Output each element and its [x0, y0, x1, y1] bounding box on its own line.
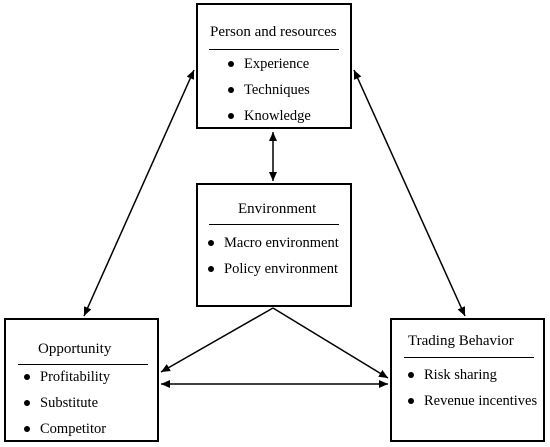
list-item-label: Policy environment [224, 261, 338, 277]
list-item-label: Substitute [40, 395, 99, 411]
box-title: Trading Behavior [408, 333, 514, 349]
list-item-label: Profitability [40, 369, 111, 385]
title-divider [404, 357, 534, 358]
list-item-label: Risk sharing [424, 367, 497, 383]
bullet-icon [408, 398, 414, 404]
bullet-icon [408, 372, 414, 378]
environment-box: Environment Macro environment Policy env… [196, 183, 352, 307]
list-item: Macro environment [208, 230, 339, 256]
box-title: Environment [238, 201, 317, 217]
list-item: Knowledge [228, 103, 311, 129]
arrow-environment-opportunity [160, 307, 274, 373]
bullet-icon [228, 113, 234, 119]
list-item: Techniques [228, 77, 311, 103]
list-item: Profitability [24, 364, 110, 390]
list-item-label: Competitor [40, 421, 107, 437]
list-item: Competitor [24, 416, 110, 442]
title-divider [209, 49, 339, 50]
list-item: Experience [228, 51, 311, 77]
bullet-icon [208, 266, 214, 272]
bullet-list: Profitability Substitute Competitor [24, 364, 110, 442]
list-item-label: Macro environment [224, 235, 339, 251]
list-item: Substitute [24, 390, 110, 416]
list-item-label: Revenue incentives [424, 393, 538, 409]
box-title: Person and resources [210, 24, 337, 40]
box-title: Opportunity [38, 341, 112, 357]
list-item: Policy environment [208, 256, 339, 282]
trading-behavior-box: Trading Behavior Risk sharing Revenue in… [390, 318, 545, 442]
bullet-list: Experience Techniques Knowledge [228, 51, 311, 129]
bullet-icon [228, 87, 234, 93]
list-item: Revenue incentives [408, 388, 537, 414]
list-item-label: Knowledge [244, 108, 311, 124]
arrow-person-trading [353, 69, 466, 317]
list-item-label: Experience [244, 56, 310, 72]
bullet-icon [24, 400, 30, 406]
arrow-person-opportunity [83, 69, 195, 317]
opportunity-box: Opportunity Profitability Substitute Com… [4, 318, 159, 442]
arrow-environment-trading [272, 307, 389, 379]
list-item-label: Techniques [244, 82, 310, 98]
bullet-icon [24, 426, 30, 432]
bullet-icon [24, 374, 30, 380]
bullet-icon [228, 61, 234, 67]
bullet-list: Macro environment Policy environment [208, 230, 339, 282]
title-divider [18, 364, 148, 365]
bullet-list: Risk sharing Revenue incentives [408, 362, 537, 414]
title-divider [209, 224, 339, 225]
person-resources-box: Person and resources Experience Techniqu… [196, 3, 352, 129]
list-item: Risk sharing [408, 362, 537, 388]
bullet-icon [208, 240, 214, 246]
